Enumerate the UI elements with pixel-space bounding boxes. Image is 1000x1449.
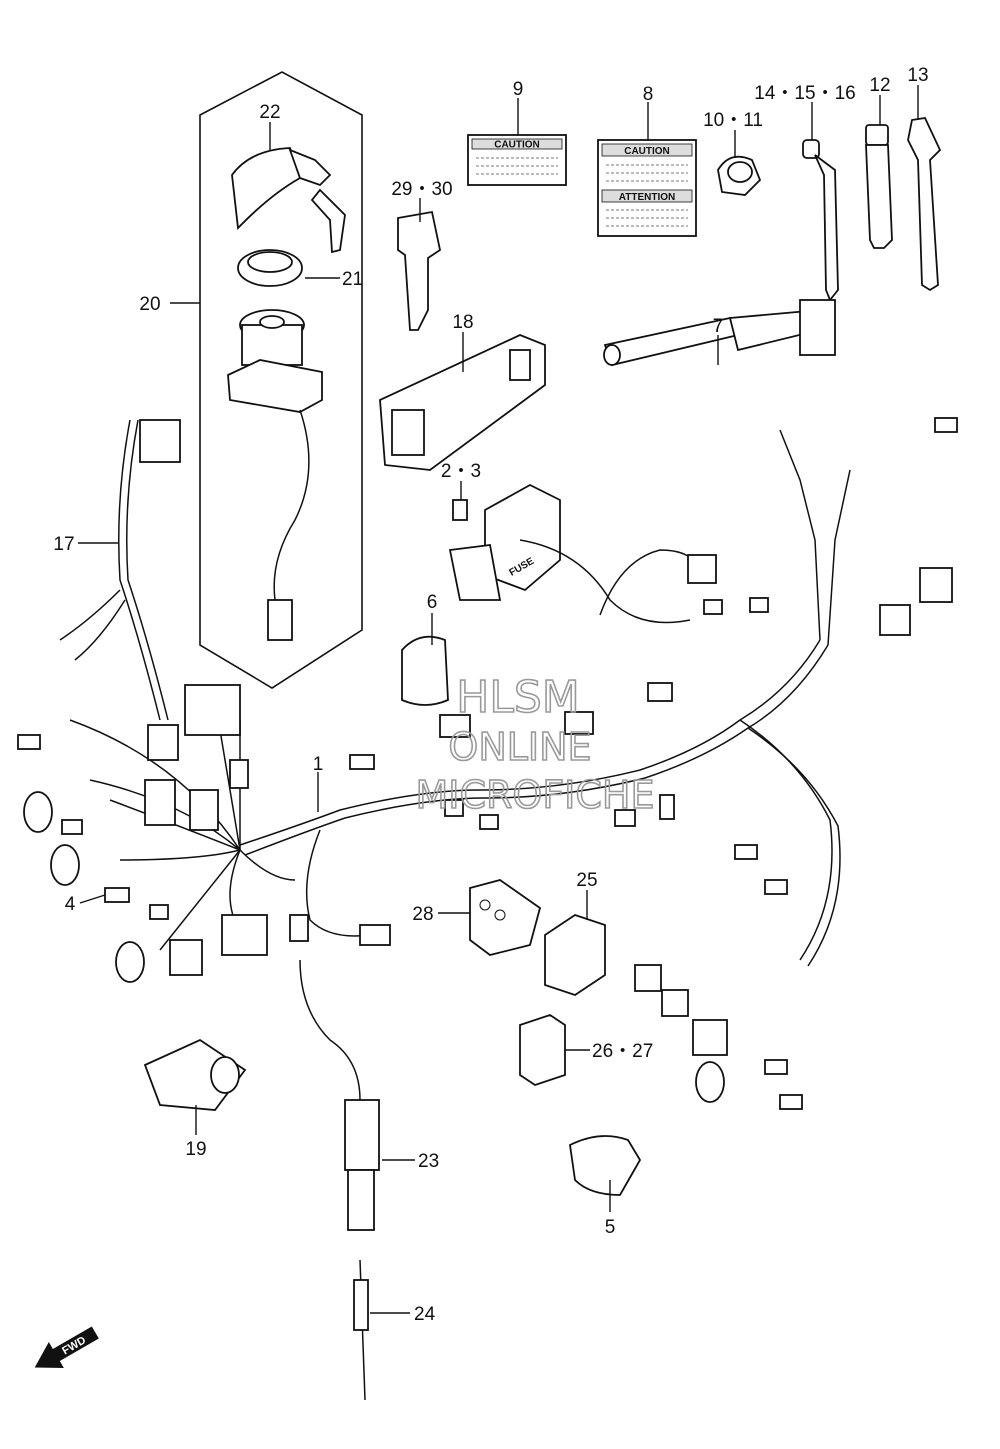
callout-9: 9: [513, 79, 524, 100]
relay-bracket-part: [469, 879, 542, 956]
ignition-switch-body: [227, 309, 323, 413]
ignition-connector: [267, 599, 293, 641]
cable-tie-13: [907, 117, 942, 292]
callout-2-3: 2・3: [441, 461, 481, 482]
sub-harness-17: [59, 419, 181, 721]
sensor-19: [143, 1038, 247, 1111]
callout-20: 20: [139, 294, 160, 315]
watermark-line-3: MICROFICHE: [415, 773, 654, 817]
fwd-arrow-icon: FWD: [34, 1326, 99, 1368]
cap-5: [569, 1135, 642, 1196]
spare-key-part: [397, 210, 442, 331]
caution-large-text: CAUTION: [624, 146, 670, 157]
fuse-box-bracket-part: [379, 334, 546, 471]
callout-10-11: 10・11: [703, 110, 763, 131]
callout-28: 28: [412, 904, 433, 925]
watermark-line-2: ONLINE: [448, 725, 591, 769]
cable-tie-14-15-16: [802, 139, 839, 302]
callout-22: 22: [259, 102, 280, 123]
ignition-switch-group: [199, 71, 363, 689]
connector-cover-6: [401, 635, 449, 706]
callout-29-30: 29・30: [391, 179, 452, 200]
sensor-23: [299, 959, 380, 1231]
watermark: HLSM ONLINE MICROFICHE: [415, 671, 656, 818]
main-wiring-harness: [69, 429, 851, 967]
callout-24: 24: [414, 1304, 436, 1325]
callout-18: 18: [452, 312, 473, 333]
callout-21: 21: [342, 269, 363, 290]
callout-4: 4: [65, 894, 76, 915]
cable-tie-12: [865, 124, 893, 249]
leader-lines: [78, 85, 919, 1314]
callout-8: 8: [643, 84, 654, 105]
callout-numbers: 22 21 20 29・30 9 8 10・11 14・15・16 12 13 …: [53, 65, 928, 1325]
probe-24: [353, 1259, 369, 1401]
caution-label-9: CAUTION: [467, 134, 567, 186]
harness-connectors: [17, 299, 958, 1110]
relay-part: [544, 914, 606, 996]
callout-26-27: 26・27: [592, 1041, 653, 1062]
callout-17: 17: [53, 534, 74, 555]
attention-text: ATTENTION: [619, 192, 675, 203]
callout-5: 5: [605, 1217, 616, 1238]
callout-1: 1: [313, 754, 324, 775]
watermark-line-1: HLSM: [456, 672, 580, 723]
fwd-text: FWD: [60, 1334, 88, 1357]
callout-14-15-16: 14・15・16: [754, 83, 855, 104]
ignition-wire: [273, 409, 310, 601]
callout-19: 19: [185, 1139, 206, 1160]
callout-25: 25: [576, 870, 597, 891]
callout-23: 23: [418, 1151, 439, 1172]
clamp-part: [717, 155, 762, 196]
caution-attention-label-8: CAUTION ATTENTION: [597, 139, 697, 237]
group-box-outline: [199, 71, 363, 689]
callout-13: 13: [907, 65, 928, 86]
caution-small-text: CAUTION: [494, 140, 540, 151]
lock-ring-part: [237, 249, 303, 287]
fuse-box-part: FUSE: [448, 483, 561, 601]
key-cap-part: [231, 147, 346, 254]
callout-7: 7: [713, 316, 724, 337]
relay-socket-part: [519, 1014, 566, 1086]
callout-12: 12: [869, 75, 890, 96]
callout-6: 6: [427, 592, 438, 613]
